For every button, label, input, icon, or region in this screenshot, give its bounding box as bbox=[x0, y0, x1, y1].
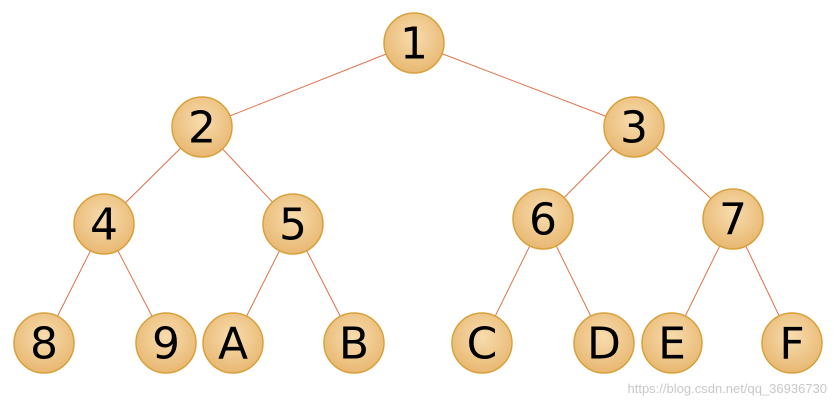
node-label: B bbox=[339, 319, 369, 370]
node-label: F bbox=[779, 319, 804, 370]
node-F: F bbox=[761, 312, 823, 374]
node-2: 2 bbox=[171, 96, 233, 158]
node-circle bbox=[641, 312, 703, 374]
node-label: 6 bbox=[529, 195, 557, 246]
node-circle bbox=[761, 312, 823, 374]
node-label: C bbox=[467, 319, 498, 370]
node-label: 8 bbox=[30, 319, 58, 370]
node-A: A bbox=[202, 312, 264, 374]
edges-layer bbox=[43, 42, 793, 344]
node-7: 7 bbox=[702, 188, 764, 250]
node-E: E bbox=[641, 312, 703, 374]
node-circle bbox=[573, 312, 635, 374]
node-label: D bbox=[587, 319, 621, 370]
node-circle bbox=[171, 96, 233, 158]
watermark-url: https://blog.csdn.net/qq_36936730 bbox=[627, 381, 828, 396]
node-C: C bbox=[451, 312, 513, 374]
node-9: 9 bbox=[135, 312, 197, 374]
node-1: 1 bbox=[383, 12, 445, 74]
node-8: 8 bbox=[13, 312, 75, 374]
node-label: 5 bbox=[279, 200, 307, 251]
edge-1-2 bbox=[201, 42, 415, 128]
node-circle bbox=[262, 193, 324, 255]
node-circle bbox=[135, 312, 197, 374]
node-label: 3 bbox=[620, 103, 648, 154]
node-label: 9 bbox=[152, 319, 180, 370]
node-circle bbox=[323, 312, 385, 374]
edge-1-3 bbox=[413, 42, 635, 128]
node-3: 3 bbox=[603, 96, 665, 158]
node-circle bbox=[512, 188, 574, 250]
node-circle bbox=[383, 12, 445, 74]
node-circle bbox=[13, 312, 75, 374]
node-label: E bbox=[658, 319, 686, 370]
node-circle bbox=[451, 312, 513, 374]
node-6: 6 bbox=[512, 188, 574, 250]
node-label: A bbox=[218, 319, 248, 370]
node-label: 1 bbox=[400, 19, 428, 70]
node-5: 5 bbox=[262, 193, 324, 255]
node-circle bbox=[702, 188, 764, 250]
node-label: 7 bbox=[719, 195, 747, 246]
node-B: B bbox=[323, 312, 385, 374]
node-label: 2 bbox=[188, 103, 216, 154]
node-circle bbox=[603, 96, 665, 158]
node-4: 4 bbox=[73, 193, 135, 255]
node-circle bbox=[73, 193, 135, 255]
node-circle bbox=[202, 312, 264, 374]
node-D: D bbox=[573, 312, 635, 374]
node-label: 4 bbox=[90, 200, 118, 251]
